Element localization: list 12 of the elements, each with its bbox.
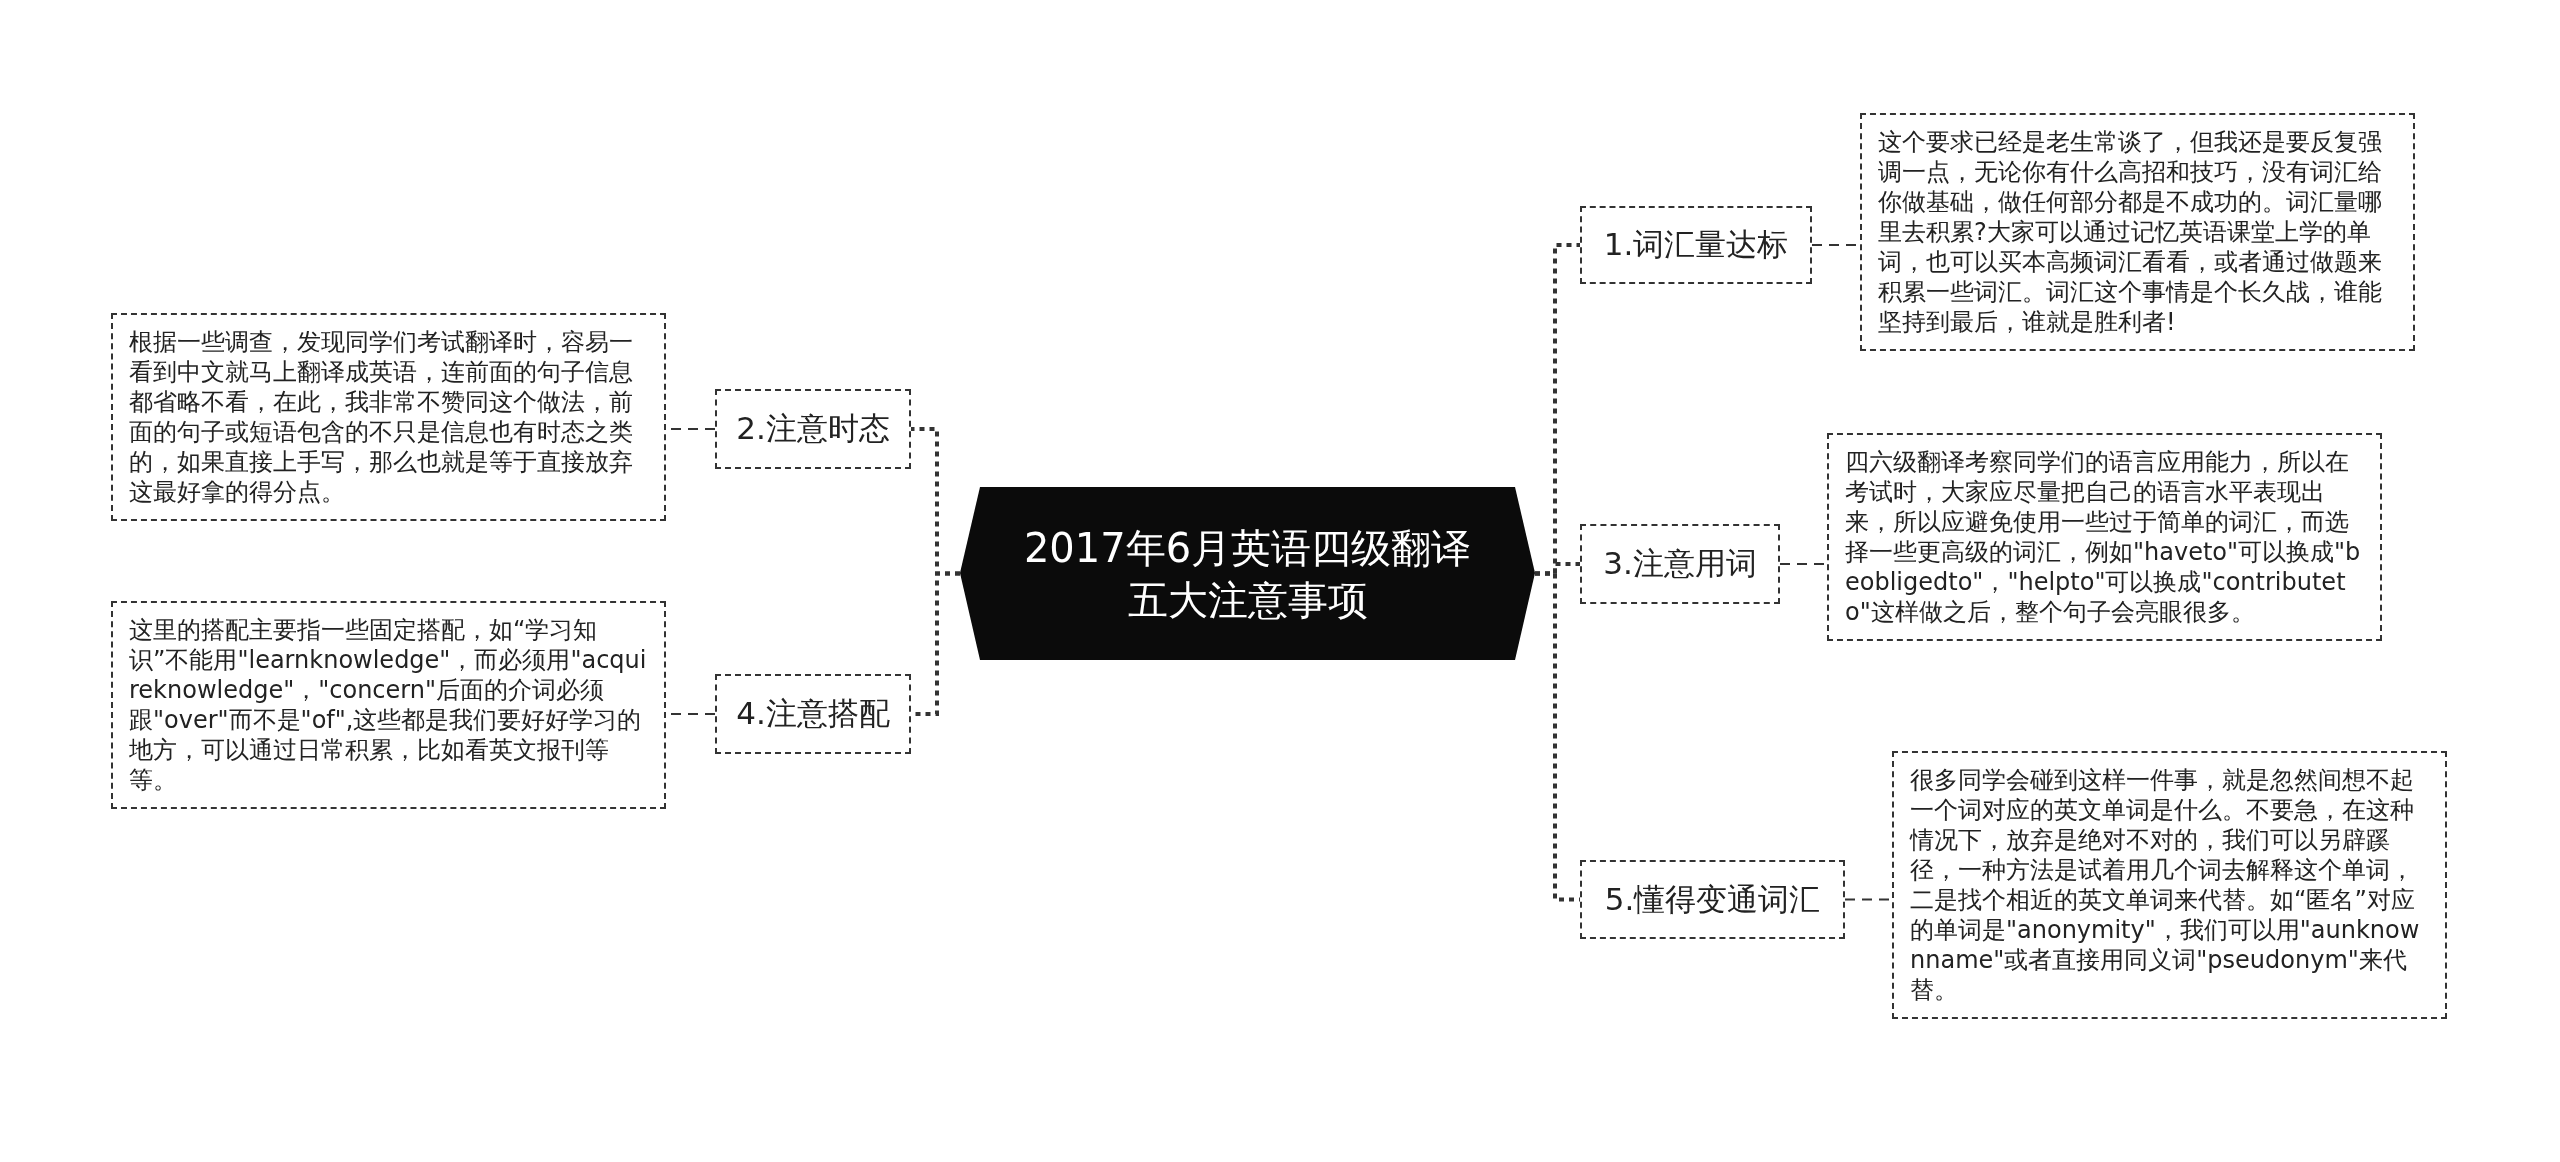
note-box: 很多同学会碰到这样一件事，就是忽然间想不起一个词对应的英文单词是什么。不要急，在这种情况下，放弃是绝对不对的，我们可以另辟蹊径，一种方法是试着用几个词去解释这个单词，二是找个相近的英文单词来代替。如“匿名”对应的单词是"anonymity"，我们可以用"aunknownname"或者直接用同义词"pseudonym"来代替。 (1892, 751, 2447, 1019)
note-box: 四六级翻译考察同学们的语言应用能力，所以在考试时，大家应尽量把自己的语言水平表现出来，所以应避免使用一些过于简单的词汇，而选择一些更高级的词汇，例如"haveto"可以换成"beobligedto"，"helpto"可以换成"contributeto"这样做之后，整个句子会亮眼很多。 (1827, 433, 2382, 641)
central-topic: 2017年6月英语四级翻译五大注意事项 (960, 487, 1535, 660)
topic-box: 4.注意搭配 (715, 674, 911, 754)
topic-box: 5.懂得变通词汇 (1580, 860, 1845, 939)
topic-box: 1.词汇量达标 (1580, 206, 1812, 284)
note-box: 这个要求已经是老生常谈了，但我还是要反复强调一点，无论你有什么高招和技巧，没有词汇给你做基础，做任何部分都是不成功的。词汇量哪里去积累?大家可以通过记忆英语课堂上学的单词，也可以买本高频词汇看看，或者通过做题来积累一些词汇。词汇这个事情是个长久战，谁能坚持到最后，谁就是胜利者! (1860, 113, 2415, 351)
topic-box: 2.注意时态 (715, 389, 911, 469)
topic-box: 3.注意用词 (1580, 524, 1780, 604)
connector-line (1535, 571, 1580, 902)
note-box: 这里的搭配主要指一些固定搭配，如“学习知识”不能用"learnknowledge"，而必须用"acquireknowledge"，"concern"后面的介词必须跟"over"而不是"of",这些都是我们要好好学习的地方，可以通过日常积累，比如看英文报刊等等。 (111, 601, 666, 809)
note-box: 根据一些调查，发现同学们考试翻译时，容易一看到中文就马上翻译成英语，连前面的句子信息都省略不看，在此，我非常不赞同这个做法，前面的句子或短语包含的不只是信息也有时态之类的，如果直接上手写，那么也就是等于直接放弃这最好拿的得分点。 (111, 313, 666, 521)
